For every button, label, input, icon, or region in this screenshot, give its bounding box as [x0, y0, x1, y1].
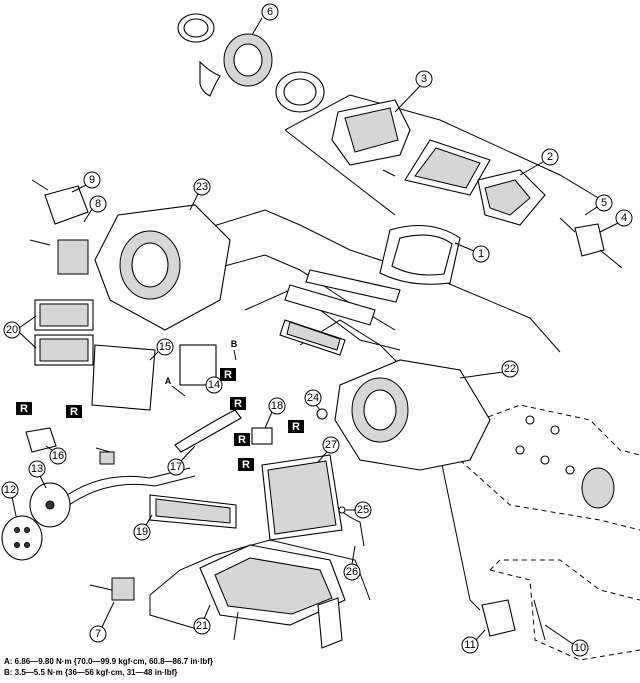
callout-10: 10	[574, 642, 586, 654]
callout-18: 18	[271, 400, 283, 412]
callout-23: 23	[196, 181, 208, 193]
callout-1: 1	[478, 248, 484, 260]
callout-17: 17	[170, 461, 182, 473]
seal-gasket	[379, 225, 461, 285]
callout-25: 25	[357, 504, 369, 516]
callout-21: 21	[196, 620, 208, 632]
actuator-lower	[481, 599, 516, 637]
letter-a: A	[165, 376, 172, 386]
callout-19: 19	[136, 526, 148, 538]
callout-7: 7	[95, 628, 101, 640]
small-fittings	[316, 408, 365, 547]
insulators	[25, 344, 217, 453]
door-housing	[477, 169, 546, 226]
callout-14: 14	[208, 379, 220, 391]
left-case	[94, 204, 231, 331]
callout-8: 8	[95, 198, 101, 210]
callout-16: 16	[52, 450, 64, 462]
expansion-valve-pipes	[95, 409, 273, 465]
r-marker-14: R	[224, 369, 232, 381]
callout-13: 13	[31, 463, 43, 475]
main-case-right	[334, 359, 491, 471]
callout-11: 11	[464, 639, 475, 651]
callout-24: 24	[307, 392, 319, 404]
callout-26: 26	[346, 566, 358, 578]
callout-6: 6	[267, 6, 273, 18]
callout-5: 5	[601, 197, 607, 209]
r-markers: R R R R R R R	[16, 368, 304, 471]
torque-notes: A: 6.86—9.80 N·m {70.0—99.9 kgf·cm, 60.8…	[4, 656, 213, 678]
actuator-7	[89, 577, 135, 601]
filter-grid	[404, 139, 491, 196]
filter-housing-upper	[331, 99, 411, 177]
duct-pieces	[279, 269, 401, 356]
callout-27: 27	[325, 439, 337, 451]
callout-20: 20	[6, 324, 18, 336]
evaporator	[261, 454, 343, 541]
lower-case	[199, 544, 346, 649]
r-marker-16: R	[20, 403, 28, 415]
callout-4: 4	[621, 212, 627, 224]
torque-note-b: B: 3.5—5.5 N·m {36—56 kgf·cm, 31—48 in·l…	[4, 668, 178, 677]
cabin-filters	[34, 299, 94, 366]
r-marker-18a: R	[234, 398, 242, 410]
callout-12: 12	[4, 484, 16, 496]
r-marker-18b: R	[238, 434, 246, 446]
torque-note-a: A: 6.86—9.80 N·m {70.0—99.9 kgf·cm, 60.8…	[4, 657, 213, 666]
callout-15: 15	[159, 341, 171, 353]
callout-3: 3	[421, 73, 427, 85]
callout-22: 22	[504, 363, 516, 375]
actuator-small	[559, 217, 623, 269]
r-marker-17: R	[242, 459, 250, 471]
torque-letters: A B	[165, 339, 238, 397]
callout-9: 9	[89, 174, 95, 186]
blower-motor	[177, 13, 325, 113]
callout-2: 2	[547, 151, 553, 163]
linkage-parts	[515, 415, 615, 641]
r-marker-27: R	[292, 421, 300, 433]
heater-core	[59, 467, 237, 529]
actuator-left	[29, 179, 89, 275]
letter-b: B	[231, 339, 238, 349]
callouts: 6 3 2 5 4 9 8 23 1 20 15 14	[1, 3, 633, 657]
r-marker-15: R	[70, 406, 78, 418]
grommet-plates	[1, 482, 71, 561]
